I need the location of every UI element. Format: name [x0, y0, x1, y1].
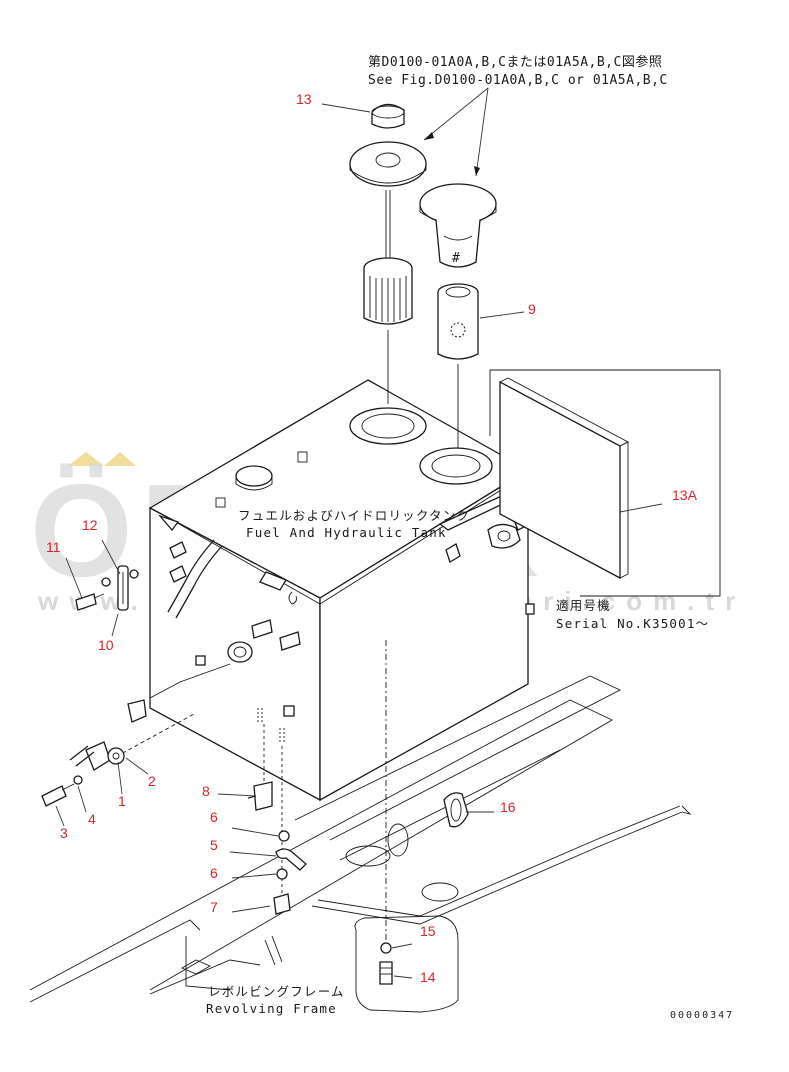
- bottom-bolt-hardware: [379, 640, 469, 985]
- svg-text:#: #: [452, 251, 460, 266]
- serial-note: 適用号機 Serial No.K35001〜: [556, 598, 709, 631]
- tank-label-en: Fuel And Hydraulic Tank: [246, 525, 447, 540]
- reference-note-jp: 第D0100-01A0A,B,Cまたは01A5A,B,C図参照: [368, 54, 662, 70]
- callout-5: 5: [210, 837, 218, 853]
- cap-and-filter-assembly: [349, 103, 427, 404]
- callout-1: 1: [118, 793, 126, 809]
- callout-13a: 13A: [672, 487, 698, 503]
- revolving-frame: [29, 675, 692, 1013]
- drawing-code: 00000347: [670, 1010, 734, 1021]
- reference-note-en: See Fig.D0100-01A0A,B,C or 01A5A,B,C: [368, 73, 668, 88]
- callout-6a: 6: [210, 809, 218, 825]
- frame-label-en: Revolving Frame: [206, 1001, 337, 1016]
- tank-label-jp: フュエルおよびハイドロリックタンク: [238, 508, 470, 523]
- frame-label: レボルビングフレーム Revolving Frame: [206, 984, 345, 1016]
- callout-13: 13: [296, 91, 312, 107]
- leader-lines: [55, 87, 663, 979]
- tank-label: フュエルおよびハイドロリックタンク Fuel And Hydraulic Tan…: [238, 508, 470, 540]
- right-filter-and-cap: #: [419, 183, 497, 448]
- watermark-accent-left: [68, 452, 104, 466]
- callout-10: 10: [98, 637, 114, 653]
- callout-4: 4: [88, 811, 96, 827]
- fuel-hydraulic-tank: [148, 379, 538, 802]
- strap-hardware: [75, 565, 139, 611]
- drain-hardware: [247, 708, 307, 915]
- callout-12: 12: [82, 517, 98, 533]
- callout-16: 16: [500, 799, 516, 815]
- clamp-hardware: [41, 699, 195, 807]
- serial-note-jp: 適用号機: [556, 598, 611, 613]
- watermark-accent-right: [104, 452, 136, 466]
- callout-6b: 6: [210, 865, 218, 881]
- callout-9: 9: [528, 301, 536, 317]
- callout-14: 14: [420, 969, 436, 985]
- serial-note-en: Serial No.K35001〜: [556, 616, 709, 631]
- reference-note: 第D0100-01A0A,B,Cまたは01A5A,B,C図参照 See Fig.…: [368, 54, 668, 88]
- part-callouts: 13 9 13A 12 11 10 2 1 4 3 8 6 5 6 7 16 1…: [46, 91, 698, 985]
- callout-7: 7: [210, 899, 218, 915]
- callout-3: 3: [60, 825, 68, 841]
- callout-11: 11: [46, 539, 61, 555]
- callout-15: 15: [420, 923, 436, 939]
- callout-8: 8: [202, 783, 210, 799]
- callout-2: 2: [148, 773, 156, 789]
- serial-detail-box: [489, 369, 721, 597]
- frame-label-jp: レボルビングフレーム: [208, 984, 345, 999]
